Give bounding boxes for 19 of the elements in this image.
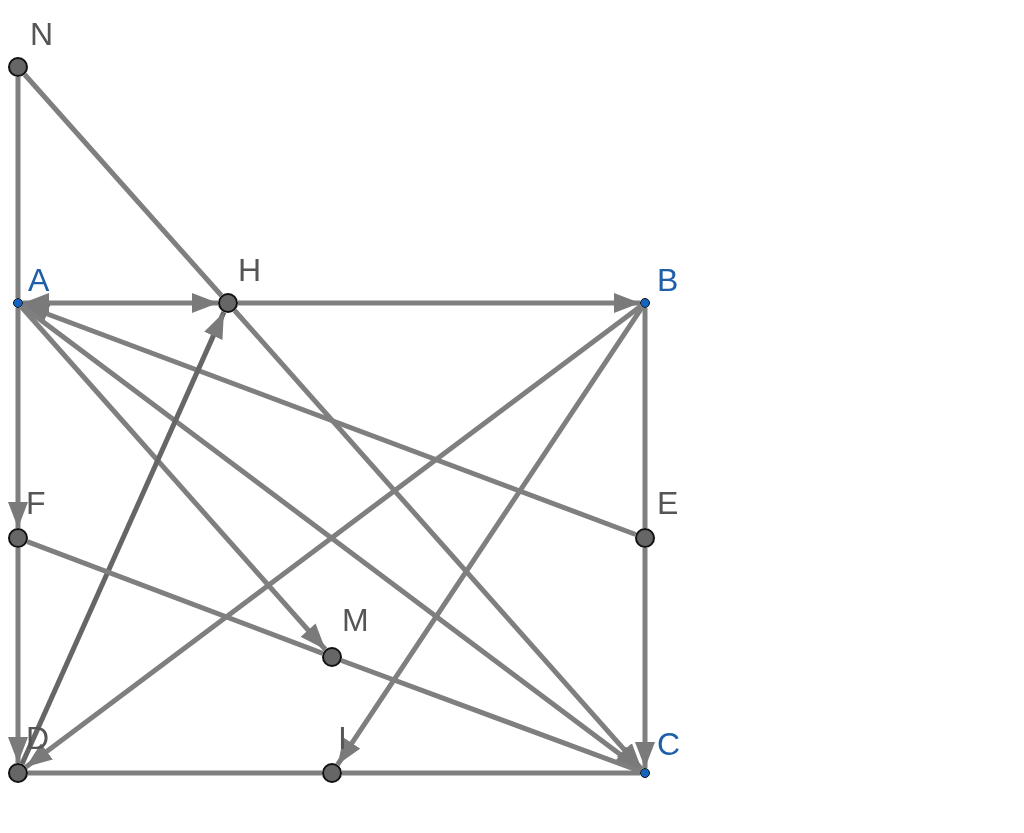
point-label: E <box>657 486 679 520</box>
point-label: B <box>657 263 679 297</box>
vector-arrow <box>8 548 28 763</box>
vector-arrow <box>19 311 227 765</box>
vector-arrow <box>21 302 637 537</box>
point-label: H <box>238 253 262 287</box>
point-label: F <box>26 486 46 520</box>
point-label: M <box>342 603 369 637</box>
vector-arrow <box>8 308 28 528</box>
vector-arrow <box>23 293 218 313</box>
vector-arrow <box>232 308 644 771</box>
point-label: A <box>28 263 50 297</box>
point-label: I <box>338 721 347 755</box>
vector-arrow <box>238 293 640 313</box>
vector-arrow <box>19 305 328 652</box>
point-label: C <box>657 727 681 761</box>
vector-arrow <box>635 548 655 768</box>
point-label: N <box>30 17 54 51</box>
vector-arrow <box>335 305 645 767</box>
